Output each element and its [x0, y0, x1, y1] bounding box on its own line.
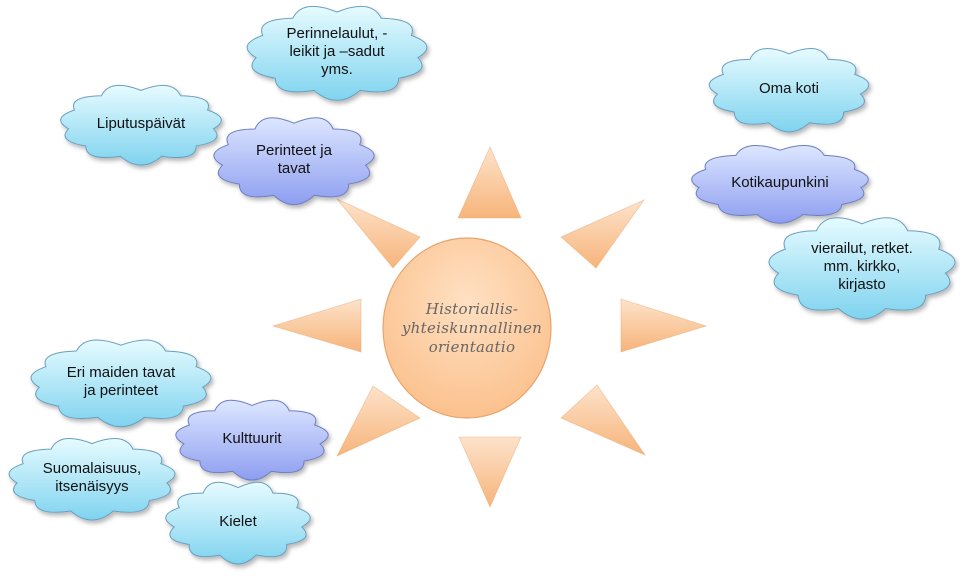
cloud-layer — [8, 5, 956, 565]
sun-ray-top-right — [560, 199, 646, 269]
sun-ray-bottom-left — [336, 385, 421, 457]
sun-ray-bottom-right — [560, 384, 647, 456]
sun-ray-bottom — [458, 436, 522, 508]
cloud-eri-maiden — [30, 339, 212, 428]
cloud-kulttuurit — [175, 399, 329, 481]
cloud-perinnelaulut — [246, 5, 428, 101]
cloud-kielet — [165, 481, 311, 565]
sun-ray-top — [457, 146, 522, 219]
sun-center-ellipse — [382, 237, 552, 419]
sun-ray-right — [620, 298, 708, 353]
cloud-oma-koti — [708, 48, 870, 133]
cloud-vierailut — [768, 217, 956, 320]
sun-ray-left — [271, 298, 362, 353]
sun-ray-top-left — [336, 198, 421, 269]
sun-rays — [271, 146, 708, 508]
center-topic-label: Historiallis- yhteiskunnallinen orientaa… — [401, 299, 543, 356]
cloud-kotikaupunkini — [691, 145, 869, 224]
cloud-perinteet — [213, 117, 375, 206]
cloud-liputuspaivat — [60, 84, 222, 166]
cloud-suomalaisuus — [8, 438, 176, 521]
